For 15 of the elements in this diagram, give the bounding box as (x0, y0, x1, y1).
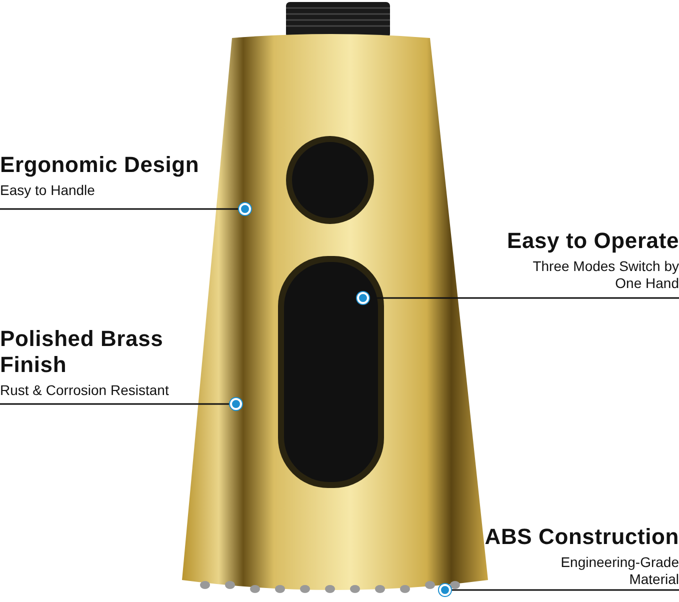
callout-heading: ABS Construction (484, 524, 679, 550)
leader-line (0, 403, 230, 405)
callout-dot (239, 203, 251, 215)
callout-dot (357, 292, 369, 304)
callout-dot (230, 398, 242, 410)
callout-text: Engineering-Grade Material (560, 554, 679, 588)
callout-text: Three Modes Switch by One Hand (532, 258, 679, 292)
callout-text: Rust & Corrosion Resistant (0, 382, 169, 399)
leader-line (0, 208, 239, 210)
callout-dot (439, 584, 451, 596)
callout-heading: Easy to Operate (506, 228, 679, 254)
callout-heading: Polished Brass Finish (0, 326, 164, 378)
leader-line (451, 589, 679, 591)
callout-heading: Ergonomic Design (0, 152, 200, 178)
callout-text: Easy to Handle (0, 182, 95, 199)
